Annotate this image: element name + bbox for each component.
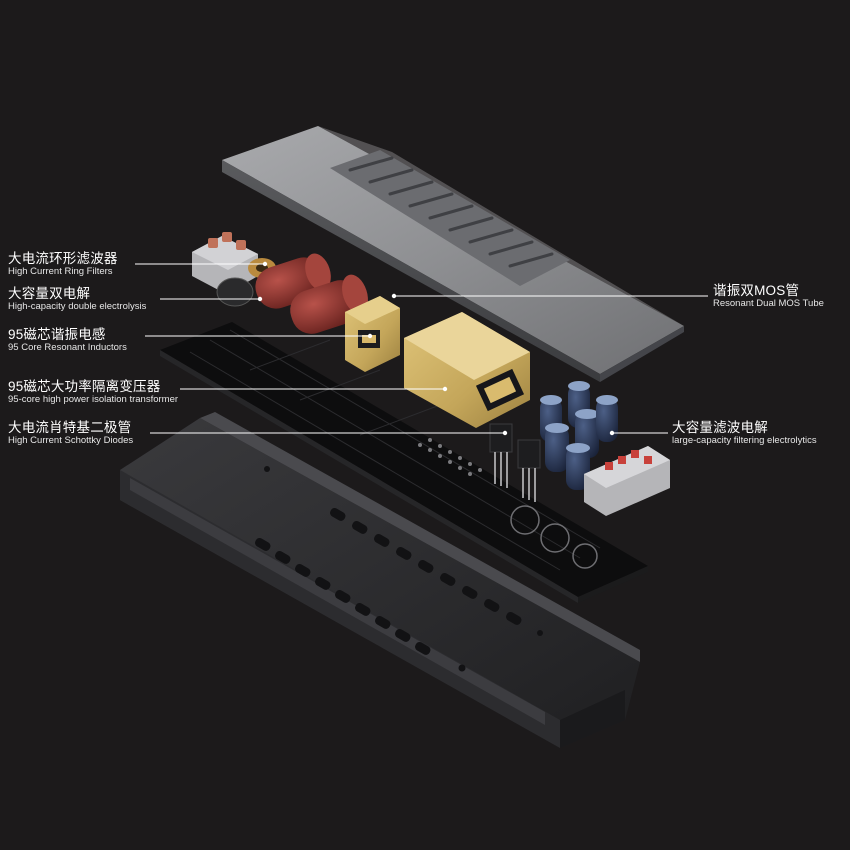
cover-vent-slots bbox=[348, 156, 554, 268]
callout-en: High Current Ring Filters bbox=[8, 265, 113, 277]
callout-double-electrolysis: 大容量双电解 High-capacity double electrolysis bbox=[8, 286, 146, 312]
tray-vent-slots bbox=[255, 507, 522, 655]
double-electrolytic-capacitors bbox=[255, 253, 368, 334]
callout-mos-tube: 谐振双MOS管 Resonant Dual MOS Tube bbox=[713, 283, 824, 309]
callout-zh: 大容量双电解 bbox=[8, 286, 91, 301]
resonant-inductor bbox=[345, 296, 400, 372]
callout-filter-electrolytics: 大容量滤波电解 large-capacity filtering electro… bbox=[672, 420, 817, 446]
callout-en: Resonant Dual MOS Tube bbox=[713, 297, 824, 309]
schottky-diodes bbox=[489, 423, 541, 502]
callout-zh: 95磁芯谐振电感 bbox=[8, 327, 106, 342]
top-cover bbox=[222, 126, 684, 382]
callout-zh: 大电流环形滤波器 bbox=[8, 251, 118, 266]
terminal-block-right bbox=[584, 446, 670, 516]
callout-isolation-transformer: 95磁芯大功率隔离变压器 95-core high power isolatio… bbox=[8, 379, 178, 405]
callout-zh: 谐振双MOS管 bbox=[713, 283, 800, 298]
callout-zh: 大电流肖特基二极管 bbox=[8, 420, 132, 435]
isolation-transformer bbox=[404, 312, 530, 428]
pcb-board bbox=[160, 322, 648, 603]
callout-en: High Current Schottky Diodes bbox=[8, 434, 134, 446]
callout-en: large-capacity filtering electrolytics bbox=[672, 434, 817, 446]
callout-resonant-inductors: 95磁芯谐振电感 95 Core Resonant Inductors bbox=[8, 327, 127, 353]
pcb-pads bbox=[418, 438, 482, 476]
callout-schottky-diodes: 大电流肖特基二极管 High Current Schottky Diodes bbox=[8, 420, 133, 446]
callout-zh: 95磁芯大功率隔离变压器 bbox=[8, 379, 161, 394]
callout-ring-filter: 大电流环形滤波器 High Current Ring Filters bbox=[8, 251, 118, 277]
callout-en: High-capacity double electrolysis bbox=[8, 300, 147, 312]
pcb-logo-mark bbox=[510, 505, 598, 569]
callout-en: 95 Core Resonant Inductors bbox=[8, 341, 127, 353]
bottom-tray bbox=[120, 412, 640, 748]
callout-zh: 大容量滤波电解 bbox=[672, 420, 768, 435]
leader-lines bbox=[135, 261, 708, 436]
callout-en: 95-core high power isolation transformer bbox=[8, 393, 179, 405]
